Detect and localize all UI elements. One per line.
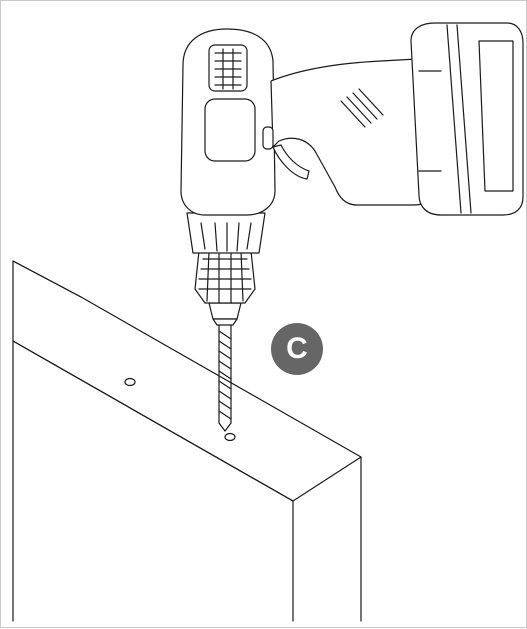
wooden-panel-icon xyxy=(12,260,362,622)
cordless-drill-icon xyxy=(180,22,524,326)
step-badge: C xyxy=(271,323,323,375)
drill-bit-icon xyxy=(218,322,232,432)
